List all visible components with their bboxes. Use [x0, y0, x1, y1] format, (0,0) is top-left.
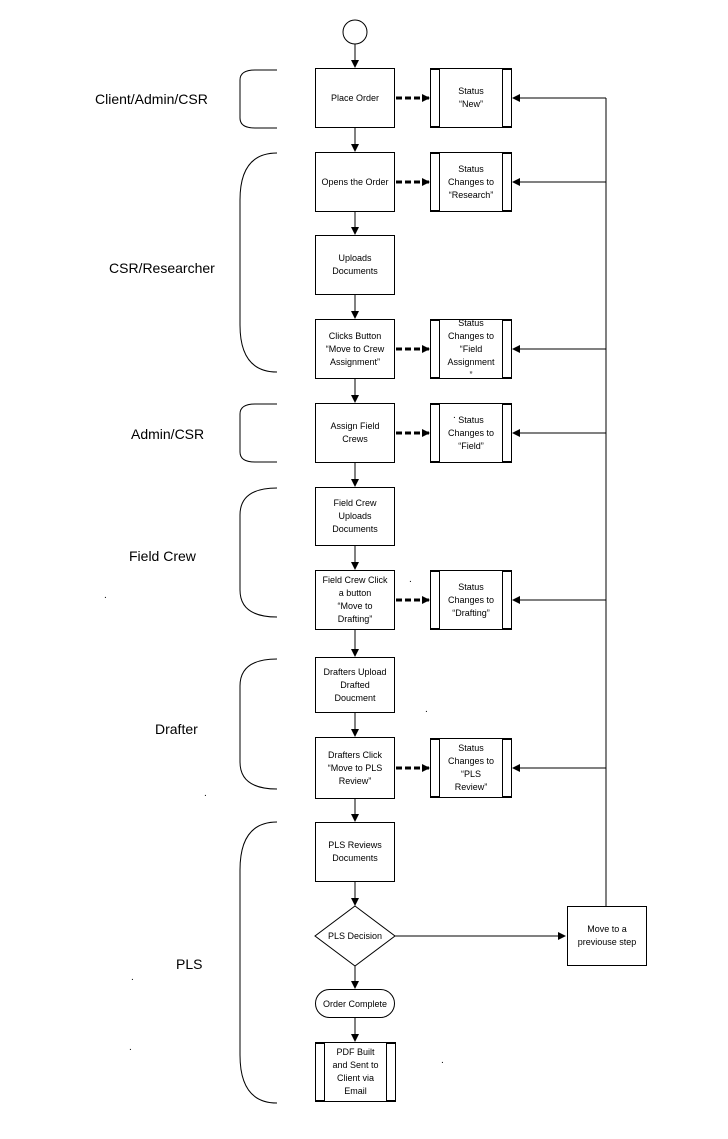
lane-label-drafter: Drafter: [155, 721, 198, 737]
decision-diamond: [314, 905, 396, 967]
step-order-complete: Order Complete: [315, 989, 395, 1018]
lane-bracket-pls: [239, 821, 278, 1104]
status-field-assignment: Status Changes to “Field Assignment ”: [430, 318, 512, 380]
step-drafters-upload: Drafters Upload Drafted Doucment: [315, 657, 395, 713]
lane-label-csr-researcher: CSR/Researcher: [109, 260, 215, 276]
status-new: Status “New”: [430, 68, 512, 128]
lane-label-admin-csr: Admin/CSR: [131, 426, 205, 442]
lane-label-pls: PLS: [176, 956, 203, 972]
stray-mark: .: [131, 972, 134, 983]
step-assign-field-crews: Assign Field Crews: [315, 403, 395, 463]
stray-mark: .: [425, 704, 428, 715]
status-pls-review: Status Changes to “PLS Review”: [430, 738, 512, 798]
step-drafters-click: Drafters Click “Move to PLS Review”: [315, 737, 395, 799]
stray-mark: .: [409, 574, 412, 585]
status-field: Status Changes to “Field”: [430, 403, 512, 463]
decision-label: PLS Decision: [327, 931, 383, 941]
stray-mark: .: [204, 788, 207, 799]
start-node: [342, 19, 368, 45]
step-place-order: Place Order: [315, 68, 395, 128]
status-drafting: Status Changes to “Drafting”: [430, 570, 512, 630]
stray-mark: .: [129, 1042, 132, 1053]
lane-bracket-drafter: [239, 658, 278, 790]
lane-label-client-admin-csr: Client/Admin/CSR: [95, 91, 208, 107]
stray-mark: .: [453, 410, 456, 421]
move-to-previous-step: Move to a previouse step: [567, 906, 647, 966]
step-field-crew-click: Field Crew Click a button “Move to Draft…: [315, 570, 395, 630]
lane-bracket-csr-researcher: [239, 152, 278, 373]
lane-bracket-client: [239, 69, 277, 129]
stray-mark: .: [104, 590, 107, 601]
stray-mark: .: [441, 1055, 444, 1066]
step-pdf-built: PDF Built and Sent to Client via Email: [315, 1042, 396, 1102]
step-opens-order: Opens the Order: [315, 152, 395, 212]
step-uploads-documents: Uploads Documents: [315, 235, 395, 295]
step-pls-reviews: PLS Reviews Documents: [315, 822, 395, 882]
lane-bracket-field-crew: [239, 487, 278, 618]
lane-bracket-admin-csr: [239, 403, 277, 463]
step-field-crew-uploads: Field Crew Uploads Documents: [315, 487, 395, 546]
lane-label-field-crew: Field Crew: [129, 548, 196, 564]
status-research: Status Changes to “Research”: [430, 152, 512, 212]
step-clicks-button: Clicks Button “Move to Crew Assignment”: [315, 319, 395, 379]
